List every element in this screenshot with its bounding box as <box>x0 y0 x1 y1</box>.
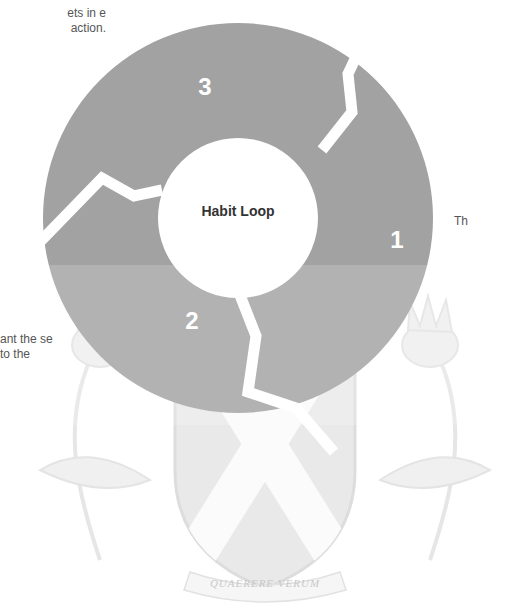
cropped-note: ant the se to the <box>0 332 62 362</box>
ring-gap-arrow <box>36 178 162 246</box>
cropped-note: Th <box>454 214 514 229</box>
watermark-veil <box>0 265 530 425</box>
callout-number: 2 <box>177 306 207 336</box>
ring-gap-arrow <box>322 2 382 150</box>
thistle-leaf <box>40 457 150 488</box>
cropped-note: ets in e action. <box>40 6 106 36</box>
callout-number: 3 <box>190 72 220 102</box>
thistle-leaf <box>380 457 490 488</box>
callout-number: 1 <box>382 225 412 255</box>
motto-text: QUAERERE VERUM <box>175 577 355 591</box>
center-title: Habit Loop <box>188 203 288 221</box>
